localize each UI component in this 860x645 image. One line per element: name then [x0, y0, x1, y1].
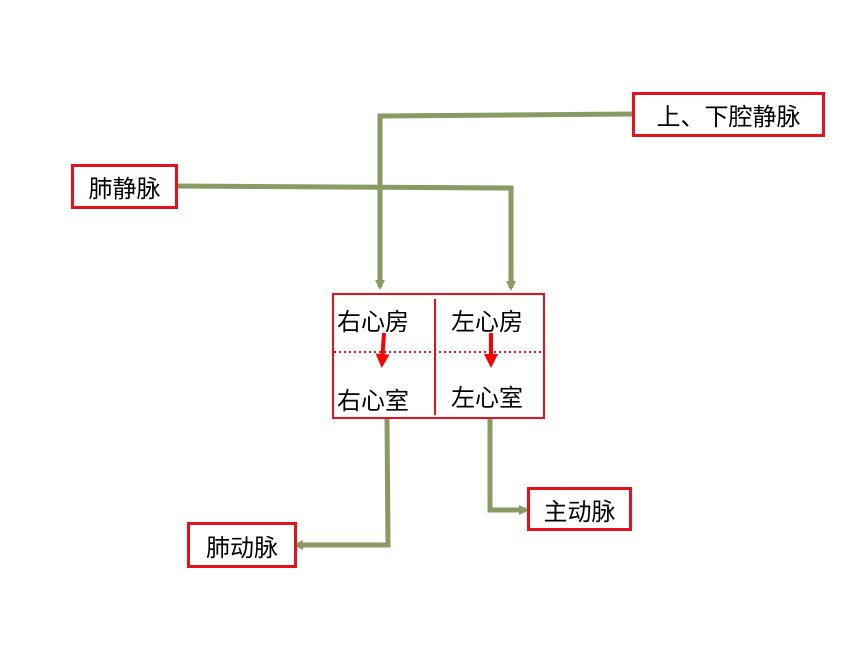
pulmonary-vein-label: 肺静脉: [88, 175, 161, 203]
pulmonary-vein-box: 肺静脉: [71, 164, 178, 209]
vena-cava-label: 上、下腔静脉: [656, 103, 801, 131]
aorta-box: 主动脉: [527, 487, 632, 531]
pulmonary-artery-arrow: [293, 418, 391, 550]
vena-cava-box: 上、下腔静脉: [632, 92, 825, 137]
heart-chambers: 右心房 左心房 右心室 左心室: [332, 293, 545, 419]
aorta-label: 主动脉: [543, 497, 616, 526]
left-ventricle-label: 左心室: [451, 384, 523, 412]
vena-cava-arrow: [375, 111, 633, 290]
right-atrium-label: 右心房: [337, 308, 409, 336]
pulmonary-artery-box: 肺动脉: [187, 522, 297, 568]
heart-dividers: [334, 299, 543, 415]
left-atrium-label: 左心房: [451, 308, 523, 336]
aorta-arrow: [487, 419, 529, 515]
pulmonary-vein-arrow: [177, 183, 516, 291]
right-inner-arrow: [375, 332, 390, 368]
right-ventricle-label: 右心室: [337, 387, 409, 415]
pulmonary-artery-label: 肺动脉: [206, 533, 278, 562]
